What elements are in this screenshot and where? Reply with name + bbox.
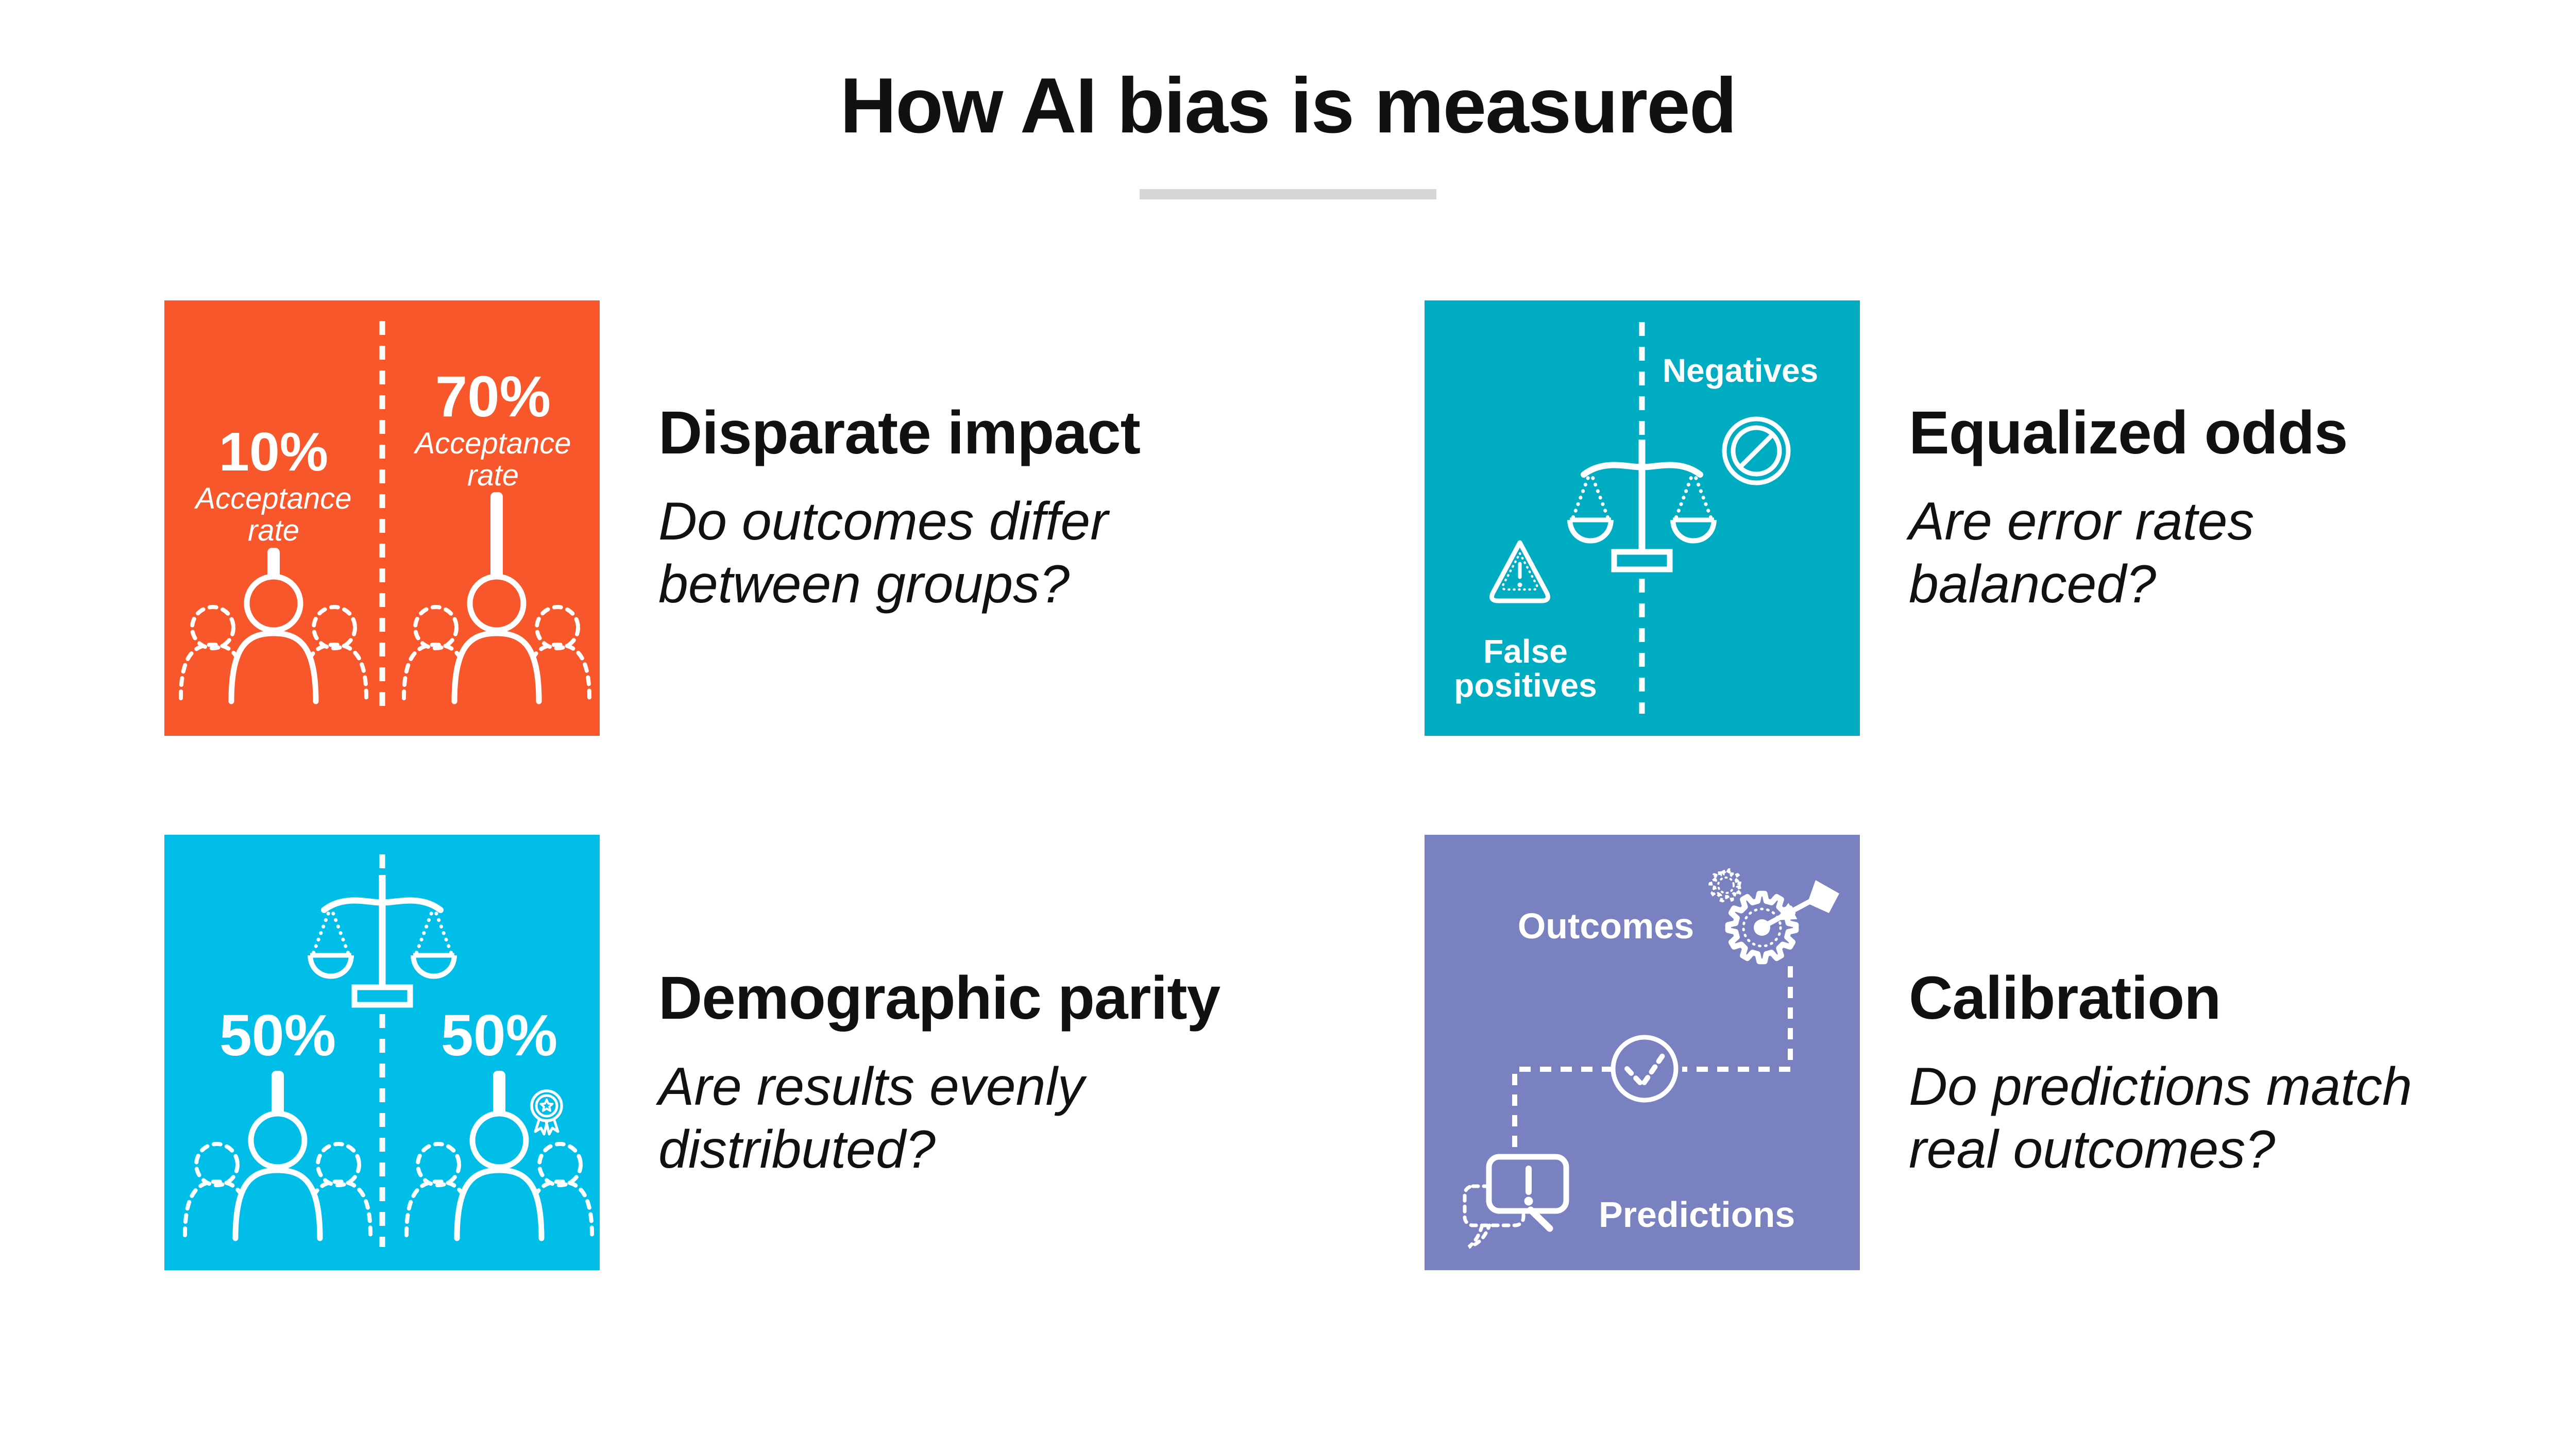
calibration-text: Calibration Do predictions match real ou…: [1909, 967, 2576, 1182]
quadrant-heading: Disparate impact: [658, 399, 1141, 467]
equalized-odds-graphic: Negatives False positives: [1454, 322, 1818, 714]
predictions-label: Predictions: [1599, 1194, 1795, 1235]
quadrant-heading: Equalized odds: [1909, 399, 2348, 467]
disparate-impact-tile: 10% Acceptance rate 70% Acceptance rate: [164, 300, 600, 736]
left-share-value: 50%: [219, 1003, 336, 1068]
quadrant-heading: Calibration: [1909, 964, 2221, 1032]
award-ribbon-icon: [530, 1089, 563, 1136]
people-group-icon: [402, 574, 591, 704]
check-circle-icon: [1611, 1035, 1679, 1103]
disparate-impact-graphic: 10% Acceptance rate 70% Acceptance rate: [179, 321, 591, 714]
people-group-icon: [183, 1110, 372, 1241]
right-rate-label-line2: rate: [467, 459, 519, 492]
demographic-parity-text: Demographic parity Are results evenly di…: [658, 967, 1457, 1182]
left-rate-label-line2: rate: [248, 514, 299, 547]
gear-target-arrow-icon: [1708, 868, 1839, 965]
page-title: How AI bias is measured: [840, 62, 1737, 149]
equalized-odds-text: Equalized odds Are error rates balanced?: [1909, 402, 2576, 616]
prediction-bubble-icon: [1463, 1154, 1569, 1249]
quadrant-question: Do predictions match real outcomes?: [1909, 1057, 2412, 1180]
left-share-bar: [272, 1071, 284, 1120]
quadrant-question: Do outcomes differ between groups?: [658, 492, 1108, 615]
false-positives-label-line2: positives: [1454, 667, 1597, 704]
balance-scale-icon: [1567, 440, 1717, 572]
people-group-icon: [404, 1110, 594, 1241]
right-rate-bar: [490, 492, 503, 582]
right-share-bar: [493, 1071, 505, 1120]
demographic-parity-tile: 50% 50%: [164, 835, 600, 1270]
quadrant-question: Are results evenly distributed?: [658, 1057, 1084, 1180]
right-rate-value: 70%: [435, 364, 551, 429]
left-rate-bar: [267, 548, 280, 582]
left-rate-value: 10%: [219, 422, 328, 482]
calibration-tile: Outcomes Predictions: [1425, 835, 1860, 1270]
calibration-graphic: Outcomes Predictions: [1463, 868, 1839, 1249]
negatives-label: Negatives: [1663, 352, 1818, 389]
equalized-odds-tile: Negatives False positives: [1425, 300, 1860, 736]
right-share-value: 50%: [441, 1003, 557, 1068]
false-positives-label-line1: False: [1483, 633, 1568, 670]
title-underline: [1140, 189, 1436, 199]
connector-dashed-left: [1512, 1067, 1613, 1153]
quadrant-heading: Demographic parity: [658, 964, 1221, 1032]
warning-triangle-icon: [1489, 540, 1550, 603]
prohibition-icon: [1722, 416, 1791, 485]
demographic-parity-graphic: 50% 50%: [183, 854, 594, 1247]
left-rate-label-line1: Acceptance: [194, 482, 351, 515]
quadrant-question: Are error rates balanced?: [1909, 492, 2255, 615]
outcomes-label: Outcomes: [1518, 906, 1694, 946]
right-rate-label-line1: Acceptance: [413, 427, 571, 460]
disparate-impact-text: Disparate impact Do outcomes differ betw…: [658, 402, 1457, 616]
people-group-icon: [179, 574, 368, 704]
balance-scale-icon: [308, 875, 457, 1008]
connector-dashed-right: [1682, 966, 1793, 1072]
